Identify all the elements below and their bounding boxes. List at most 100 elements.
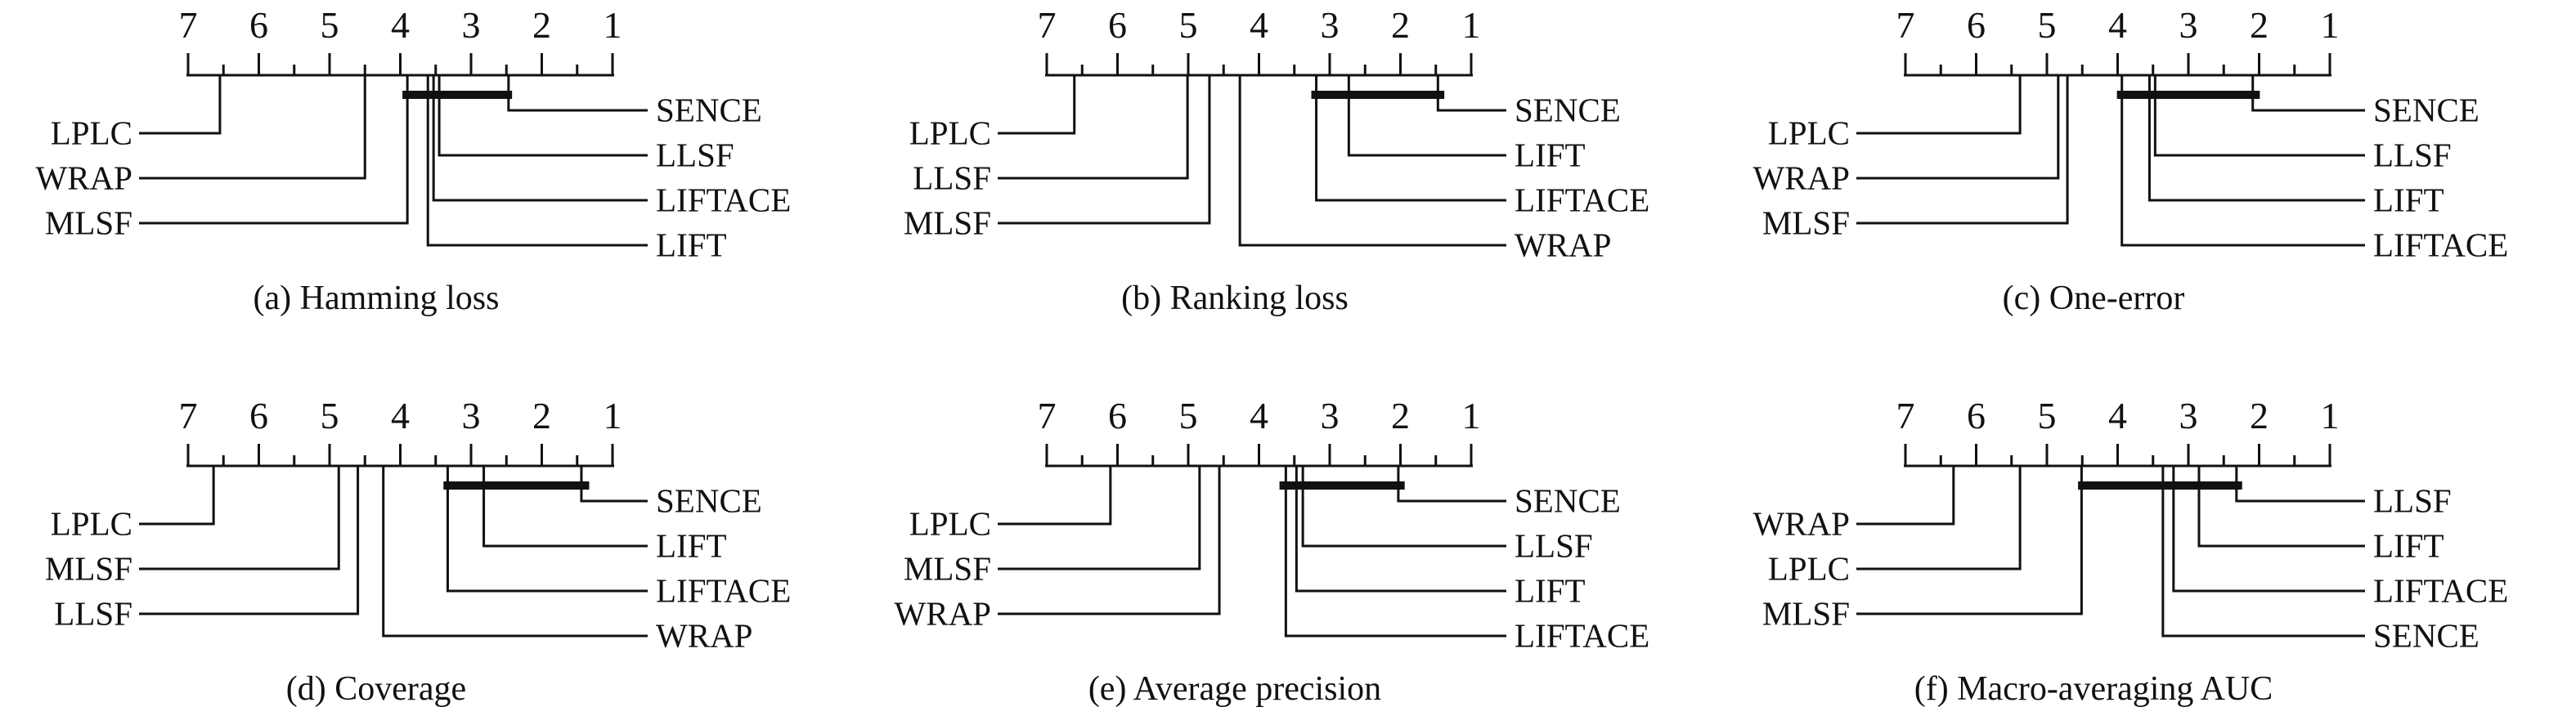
left-connector-line (998, 75, 1211, 225)
algorithm-label-right: LIFTACE (656, 572, 791, 610)
left-connector-line (139, 75, 366, 180)
algorithm-label-left: WRAP (36, 159, 132, 197)
axis-tick-label: 3 (462, 4, 481, 46)
axis-tick-label: 4 (391, 4, 410, 46)
axis-tick-label: 4 (2108, 4, 2127, 46)
right-connector-line (2251, 75, 2365, 112)
axis-tick-label: 4 (1250, 4, 1268, 46)
axis-tick-label: 7 (1038, 4, 1057, 46)
left-connector-line (998, 466, 1221, 615)
left-connector-line (998, 75, 1076, 135)
left-connector-line (1856, 75, 2069, 225)
right-connector-line (2120, 75, 2365, 247)
axis-tick-label: 2 (2250, 395, 2269, 436)
right-connector-line (2161, 466, 2365, 638)
axis-tick-label: 1 (1462, 4, 1481, 46)
axis-tick-label: 6 (1108, 395, 1127, 436)
algorithm-label-right: LIFTACE (2373, 572, 2508, 610)
algorithm-label-right: SENCE (1515, 92, 1621, 129)
subplot-caption: (f) Macro-averaging AUC (1914, 670, 2273, 708)
right-connector-line (438, 75, 648, 157)
algorithm-label-right: LIFT (1515, 572, 1586, 610)
axis-tick-label: 5 (321, 395, 339, 436)
algorithm-label-right: LLSF (1515, 527, 1593, 565)
right-connector-line (1315, 75, 1506, 202)
algorithm-label-right: LIFTACE (2373, 226, 2508, 264)
left-connector-line (998, 75, 1189, 180)
right-connector-line (2197, 466, 2365, 548)
axis-tick-label: 2 (1391, 395, 1410, 436)
algorithm-label-right: SENCE (656, 92, 762, 129)
axis-tick-label: 5 (1179, 395, 1198, 436)
axis-tick-label: 7 (1896, 395, 1915, 436)
algorithm-label-right: LIFTACE (656, 181, 791, 219)
algorithm-label-left: WRAP (1753, 505, 1850, 543)
algorithm-label-right: LIFT (2373, 527, 2444, 565)
algorithm-label-right: LIFTACE (1515, 181, 1649, 219)
axis-tick-label: 2 (2250, 4, 2269, 46)
subplot-caption: (c) One-error (2003, 280, 2185, 317)
algorithm-label-right: LIFT (656, 527, 727, 565)
algorithm-label-left: MLSF (1762, 595, 1850, 633)
algorithm-label-right: LLSF (2373, 482, 2452, 520)
left-connector-line (139, 466, 215, 526)
left-connector-line (998, 466, 1112, 526)
subplot-caption: (a) Hamming loss (254, 280, 500, 317)
left-connector-line (1856, 75, 2022, 135)
algorithm-label-left: LPLC (51, 114, 132, 152)
algorithm-label-right: LIFT (656, 226, 727, 264)
right-connector-line (507, 75, 648, 112)
right-connector-line (2153, 75, 2365, 157)
axis-tick-label: 1 (604, 395, 622, 436)
axis-tick-label: 4 (1250, 395, 1268, 436)
left-connector-line (139, 466, 360, 615)
right-connector-line (432, 75, 648, 202)
algorithm-label-right: WRAP (656, 617, 752, 655)
algorithm-label-left: LPLC (1768, 114, 1850, 152)
right-connector-line (446, 466, 648, 593)
axis-tick-label: 3 (2179, 4, 2198, 46)
right-connector-line (382, 466, 648, 638)
algorithm-label-right: LLSF (656, 136, 734, 174)
algorithm-label-right: SENCE (656, 482, 762, 520)
algorithm-label-left: LPLC (1768, 550, 1850, 588)
axis-tick-label: 4 (2108, 395, 2127, 436)
axis-tick-label: 3 (1321, 395, 1340, 436)
algorithm-label-left: MLSF (45, 204, 132, 242)
algorithm-label-right: LLSF (2373, 136, 2452, 174)
axis-tick-label: 3 (462, 395, 481, 436)
axis-tick-label: 7 (179, 4, 198, 46)
algorithm-label-right: SENCE (2373, 92, 2480, 129)
algorithm-label-left: MLSF (1762, 204, 1850, 242)
algorithm-label-left: LPLC (909, 114, 991, 152)
subplot-caption: (e) Average precision (1088, 670, 1381, 708)
right-connector-line (2147, 75, 2365, 202)
axis-tick-label: 1 (2321, 4, 2340, 46)
axis-tick-label: 2 (532, 395, 551, 436)
left-connector-line (1856, 466, 2022, 571)
axis-tick-label: 7 (179, 395, 198, 436)
right-connector-line (1284, 466, 1506, 638)
left-connector-line (998, 466, 1201, 571)
subplot-caption: (d) Coverage (286, 670, 466, 708)
algorithm-label-right: SENCE (2373, 617, 2480, 655)
axis-tick-label: 6 (249, 395, 268, 436)
axis-tick-label: 1 (2321, 395, 2340, 436)
axis-tick-label: 3 (1321, 4, 1340, 46)
axis-tick-label: 5 (2038, 395, 2057, 436)
algorithm-label-right: SENCE (1515, 482, 1621, 520)
right-connector-line (426, 75, 648, 247)
right-connector-line (1347, 75, 1506, 157)
algorithm-label-right: WRAP (1515, 226, 1611, 264)
